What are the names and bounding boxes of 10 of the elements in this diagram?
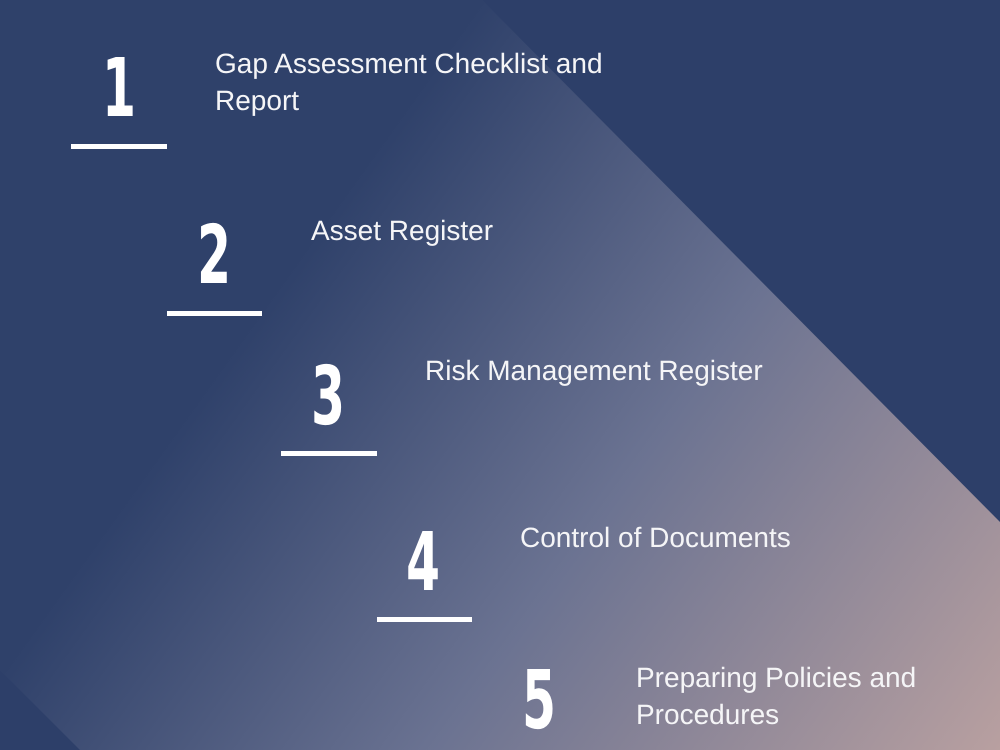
step-number: 1 xyxy=(101,58,137,120)
step-label: Control of Documents xyxy=(520,521,791,555)
step-number: 2 xyxy=(196,225,232,287)
step-label: Gap Assessment Checklist and Report xyxy=(215,47,604,118)
step-label: Asset Register xyxy=(311,214,494,248)
step-number: 4 xyxy=(405,532,441,594)
step-label: Risk Management Register xyxy=(425,354,763,388)
step-number: 5 xyxy=(521,670,557,732)
step-label: Preparing Policies and Procedures xyxy=(636,661,918,732)
step-number: 3 xyxy=(310,366,346,428)
